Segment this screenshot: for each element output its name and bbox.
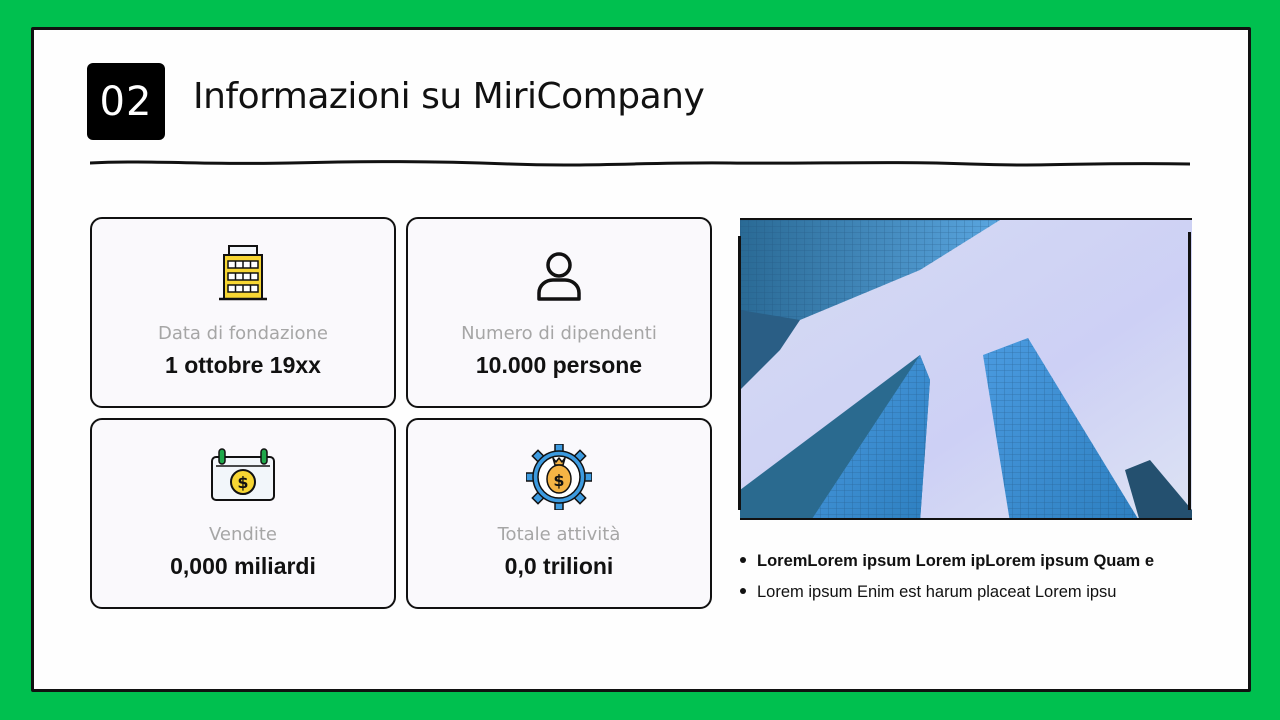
svg-text:$: $ [553,471,564,490]
skyscrapers-photo [740,218,1192,520]
calendar-dollar-icon: $ [211,448,275,501]
photo-border-left [738,236,741,510]
card-value: 1 ottobre 19xx [165,352,321,378]
card-value: 10.000 persone [475,352,643,378]
section-number: 02 [99,78,153,125]
section-number-badge: 02 [87,63,165,140]
page-title: Informazioni su MiriCompany [193,76,705,117]
card-label: Totale attività [497,524,621,545]
card-label: Data di fondazione [157,323,328,344]
money-bag-gear-icon: $ [526,444,592,510]
bullet-item: LoremLorem ipsum Lorem ipLorem ipsum Qua… [740,546,1154,577]
user-icon [537,252,581,301]
card-total-assets: $ Totale attività 0,0 trilioni [406,418,712,609]
photo-border-right [1188,232,1191,510]
wavy-divider [90,160,1190,167]
bullet-list: LoremLorem ipsum Lorem ipLorem ipsum Qua… [740,546,1154,608]
card-label: Numero di dipendenti [461,323,657,344]
bullet-item: Lorem ipsum Enim est harum placeat Lorem… [740,577,1154,608]
svg-text:$: $ [237,473,248,492]
card-value: 0,000 miliardi [170,553,316,579]
card-value: 0,0 trilioni [504,553,614,579]
card-label: Vendite [209,524,277,545]
card-founding-date: Data di fondazione 1 ottobre 19xx [90,217,396,408]
card-sales: $ Vendite 0,000 miliardi [90,418,396,609]
card-employees: Numero di dipendenti 10.000 persone [406,217,712,408]
building-icon [219,245,267,301]
